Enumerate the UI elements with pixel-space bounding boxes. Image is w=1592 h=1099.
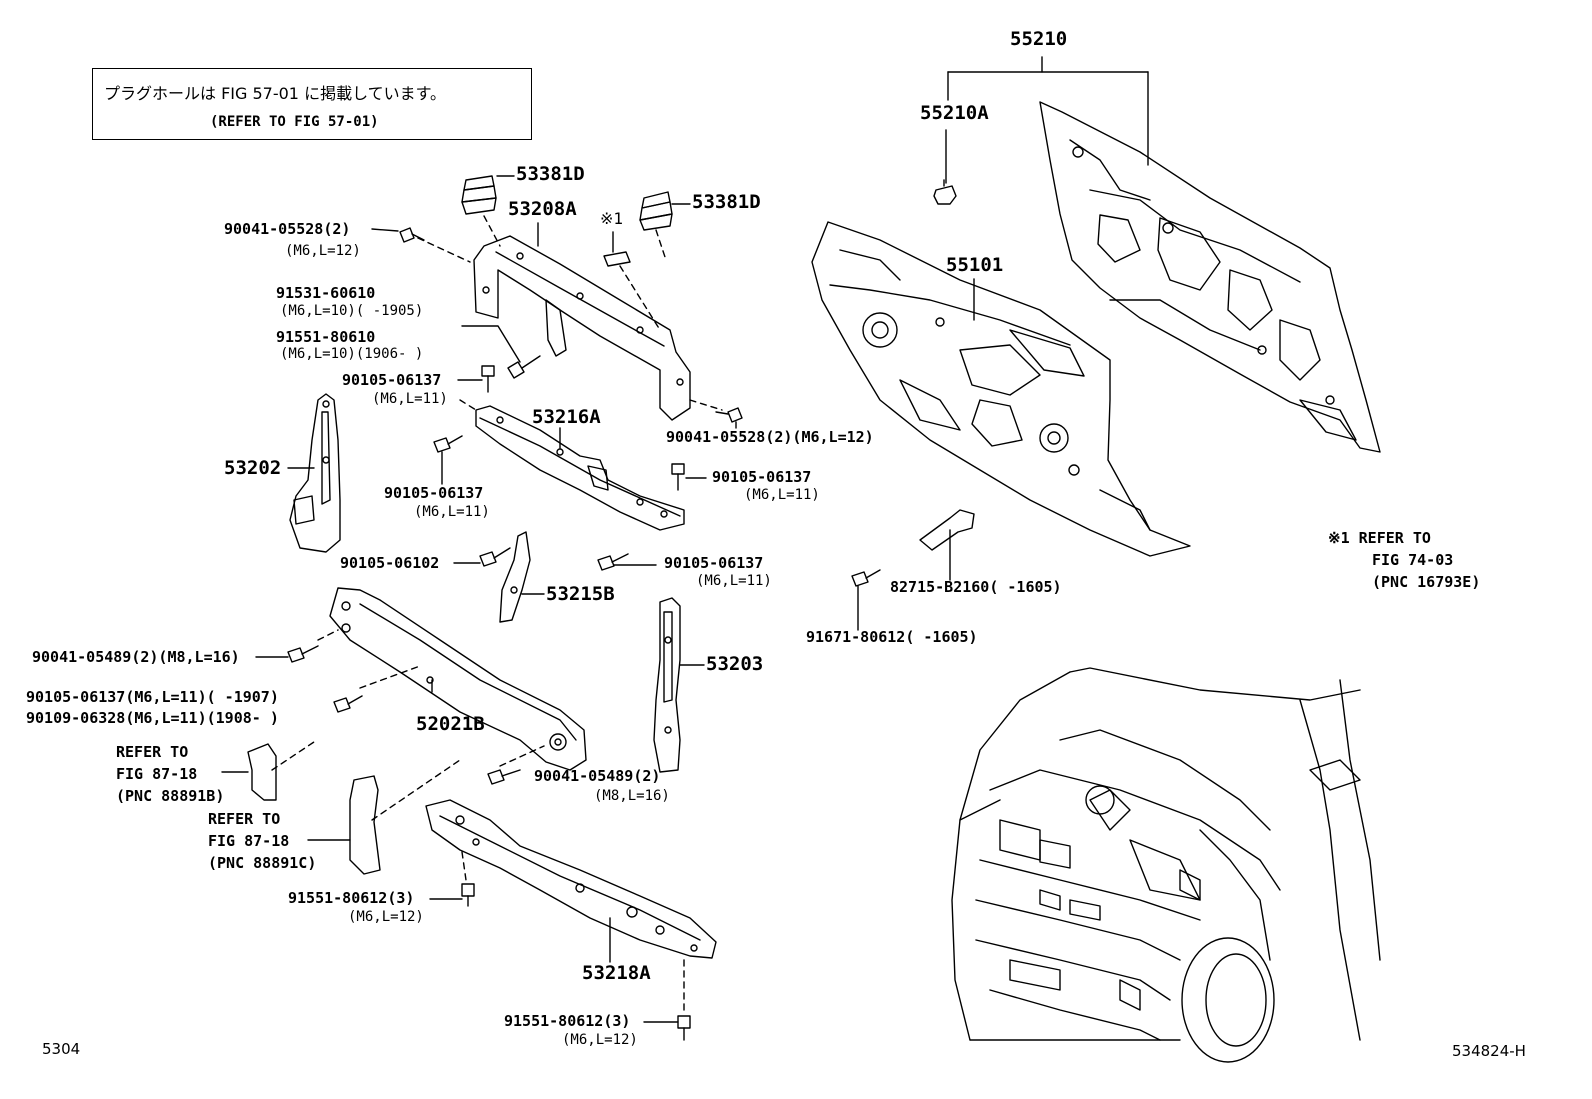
label-91551-80612-a[interactable]: 91551-80612(3) — [288, 889, 415, 907]
label-53218A[interactable]: 53218A — [582, 962, 651, 984]
spec-91551-80612-b: (M6,L=12) — [562, 1032, 638, 1048]
label-55101[interactable]: 55101 — [946, 254, 1004, 276]
label-mark1: ※1 — [600, 209, 624, 228]
illustration-code-right: 534824-H — [1452, 1042, 1526, 1060]
label-53381D-right[interactable]: 53381D — [692, 191, 761, 213]
label-53216A[interactable]: 53216A — [532, 406, 601, 428]
label-90041-05528-upper[interactable]: 90041-05528(2) — [224, 220, 351, 238]
clip-55210A — [933, 179, 957, 205]
bolt-90041-05528-upper — [371, 227, 425, 243]
bolt-91671 — [851, 569, 881, 631]
label-53215B[interactable]: 53215B — [546, 583, 615, 605]
label-91671-80612[interactable]: 91671-80612( -1605) — [806, 628, 978, 646]
label-90109-06328[interactable]: 90109-06328(M6,L=11)(1908- ) — [26, 709, 279, 727]
label-53381D-left[interactable]: 53381D — [516, 163, 585, 185]
bump-stop-right — [639, 191, 691, 231]
refer-note-C-line1: REFER TO — [208, 810, 281, 828]
cross-member-53216A — [475, 405, 685, 531]
dash-lower-b — [359, 665, 421, 689]
label-55210A[interactable]: 55210A — [920, 102, 989, 124]
refer-note-C-line3: (PNC 88891C) — [208, 854, 317, 872]
refer-note-1-line3: (PNC 16793E) — [1372, 573, 1481, 591]
dash-cross-left — [459, 399, 477, 411]
label-90105-06137-e[interactable]: 90105-06137(M6,L=11)( -1907) — [26, 688, 279, 706]
bump-stop-left — [461, 175, 515, 215]
dash-silencer-55210 — [1039, 101, 1381, 453]
spec-90041-05489-b: (M8,L=16) — [594, 788, 670, 804]
dash-upper-left — [417, 237, 471, 263]
label-90041-05489-a[interactable]: 90041-05489(2)(M8,L=16) — [32, 648, 240, 666]
refer-note-1-line1: ※1 REFER TO — [1328, 529, 1431, 547]
label-52021B[interactable]: 52021B — [416, 713, 485, 735]
spec-91551-80610: (M6,L=10)(1906- ) — [280, 346, 424, 362]
refer-note-B-line2: FIG 87-18 — [116, 765, 198, 783]
bolt-90105-06137-a — [457, 365, 495, 393]
label-91551-80612-b[interactable]: 91551-80612(3) — [504, 1012, 631, 1030]
upper-support-53208A — [473, 222, 691, 421]
lower-member-52021B — [329, 587, 587, 771]
bracket-82715 — [919, 509, 975, 581]
label-82715-B2160[interactable]: 82715-B2160( -1605) — [890, 578, 1062, 596]
bracket-88891B — [221, 743, 277, 801]
spec-90105-06137-a: (M6,L=11) — [372, 391, 448, 407]
spec-91551-80612-a: (M6,L=12) — [348, 909, 424, 925]
bracket-55210 — [945, 56, 1149, 184]
spec-91531-60610: (M6,L=10)( -1905) — [280, 303, 424, 319]
label-90105-06137-a[interactable]: 90105-06137 — [342, 371, 442, 389]
dash-panel-55101 — [811, 221, 1191, 557]
refer-note-B-line1: REFER TO — [116, 743, 189, 761]
label-90105-06137-c[interactable]: 90105-06137 — [712, 468, 812, 486]
bottom-support-53218A — [425, 799, 717, 963]
bracket-88891C — [307, 775, 381, 875]
refer-note-1-line2: FIG 74-03 — [1372, 551, 1454, 569]
refer-note-C-line2: FIG 87-18 — [208, 832, 290, 850]
bolt-90041-05489-a — [255, 645, 319, 663]
note-box — [92, 68, 532, 140]
note-english: (REFER TO FIG 57-01) — [210, 114, 379, 130]
label-90105-06102[interactable]: 90105-06102 — [340, 554, 440, 572]
dash-88891C — [371, 759, 461, 821]
note-japanese: プラグホールは FIG 57-01 に掲載しています。 — [104, 84, 446, 103]
label-53208A[interactable]: 53208A — [508, 198, 577, 220]
label-plate — [603, 251, 631, 267]
dash-upper-right — [689, 399, 723, 411]
bolt-90041-05528-lower — [715, 407, 743, 429]
spec-90105-06137-b: (M6,L=11) — [414, 504, 490, 520]
bolt-90105-06137-d — [597, 553, 657, 571]
vehicle-front-illustration — [951, 667, 1381, 1063]
label-90041-05528-lower[interactable]: 90041-05528(2)(M6,L=12) — [666, 428, 874, 446]
label-53202[interactable]: 53202 — [224, 457, 282, 479]
spec-90105-06137-c: (M6,L=11) — [744, 487, 820, 503]
spec-90105-06137-d: (M6,L=11) — [696, 573, 772, 589]
dash-bumpstop-right — [655, 229, 667, 261]
bolt-90041-05489-b — [487, 769, 521, 785]
dash-53218A-upper — [461, 851, 467, 881]
spec-90041-05528-upper: (M6,L=12) — [285, 243, 361, 259]
label-91551-80610[interactable]: 91551-80610 — [276, 328, 376, 346]
label-90105-06137-d[interactable]: 90105-06137 — [664, 554, 764, 572]
dash-lower-c — [499, 745, 545, 767]
bolt-91551-80612-b — [643, 1015, 691, 1041]
dash-88891B — [271, 741, 315, 771]
label-90041-05489-b[interactable]: 90041-05489(2) — [534, 767, 661, 785]
side-member-53202 — [287, 393, 341, 553]
label-91531-60610[interactable]: 91531-60610 — [276, 284, 376, 302]
page-code-left: 5304 — [42, 1040, 81, 1058]
label-90105-06137-b[interactable]: 90105-06137 — [384, 484, 484, 502]
bolt-90105-06137-b — [433, 435, 463, 485]
bolt-90105-06102 — [453, 547, 511, 567]
dash-lower-a — [317, 629, 339, 641]
bolt-90105-06137-c — [671, 463, 707, 491]
refer-note-B-line3: (PNC 88891B) — [116, 787, 225, 805]
label-55210[interactable]: 55210 — [1010, 28, 1068, 50]
bolt-90105-06137-e — [333, 695, 363, 713]
side-member-53203 — [653, 597, 705, 773]
label-53203[interactable]: 53203 — [706, 653, 764, 675]
bolt-91551-80612-a — [429, 883, 475, 907]
dash-mark1 — [619, 265, 661, 331]
bolt-91531 — [461, 325, 541, 379]
bracket-53215B — [499, 531, 545, 623]
